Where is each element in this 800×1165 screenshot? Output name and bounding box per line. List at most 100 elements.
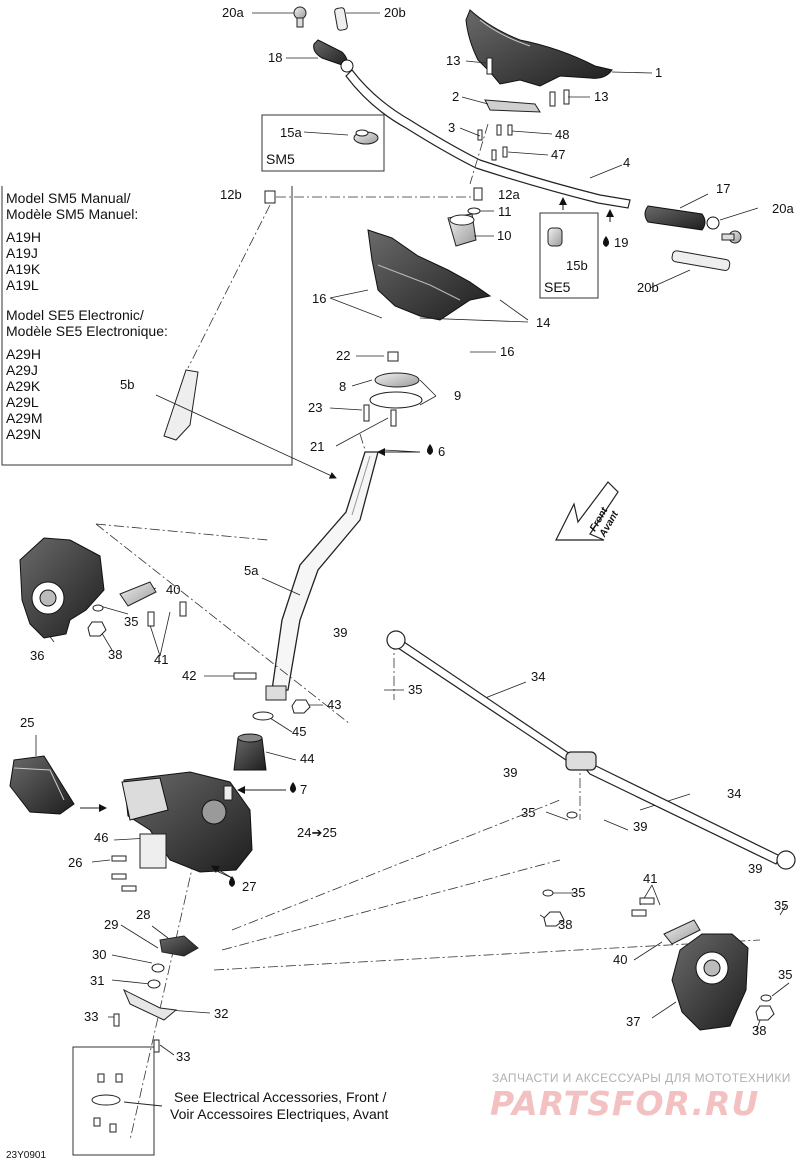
- callout: 33: [84, 1009, 99, 1024]
- legend-sm5-model: A19K: [6, 261, 41, 277]
- watermark-tagline: ЗАПЧАСТИ И АКСЕССУАРЫ ДЛЯ МОТОТЕХНИКИ: [492, 1071, 791, 1085]
- callout: 38: [558, 917, 573, 932]
- handlebar-cover: [465, 9, 613, 87]
- spindle-left: [19, 537, 105, 639]
- control-module-25: [9, 755, 75, 815]
- callout: 21: [310, 439, 325, 454]
- collar-15b: [547, 227, 563, 247]
- callout: 44: [300, 751, 315, 766]
- callout: 16: [312, 291, 327, 306]
- callout: 39: [633, 819, 648, 834]
- callout: 15a: [280, 125, 302, 140]
- callout: 9: [454, 388, 462, 403]
- lubricant-icons: [229, 236, 609, 887]
- shaft-5b: [163, 369, 199, 441]
- callout: 35: [521, 805, 536, 820]
- callout: 45: [292, 724, 307, 739]
- bolt-23: [363, 404, 370, 422]
- figure-code: 23Y0901: [6, 1150, 47, 1161]
- callout: 46: [94, 830, 109, 845]
- end-plug-right: [721, 230, 742, 244]
- sm5-inset-frame: [261, 114, 385, 172]
- callout: 3: [448, 120, 456, 135]
- callout: 40: [166, 582, 181, 597]
- callout: 12a: [498, 187, 520, 202]
- legend-se5-model: A29J: [6, 362, 38, 378]
- callout: 4: [623, 155, 631, 170]
- legend-sm5-model: A19H: [6, 229, 42, 245]
- se5-inset-frame: [539, 212, 599, 299]
- retainer-9: [369, 391, 423, 409]
- steering-cover-14: [367, 229, 492, 321]
- callout: 30: [92, 947, 107, 962]
- legend-sm5-heading-2: Modèle SM5 Manuel:: [6, 206, 139, 222]
- callout: 34: [727, 786, 742, 801]
- callout: 34: [531, 669, 546, 684]
- callout: 5a: [244, 563, 259, 578]
- callout: 5b: [120, 377, 135, 392]
- callout: 13: [594, 89, 609, 104]
- bolt-21: [390, 409, 397, 427]
- callout: 35: [408, 682, 423, 697]
- callout: 28: [136, 907, 151, 922]
- callout: 40: [613, 952, 628, 967]
- callout: 20a: [222, 5, 244, 20]
- grip-right: [644, 205, 720, 231]
- callout: 35: [571, 885, 586, 900]
- steering-arm-right: [663, 919, 701, 945]
- boot-44: [233, 733, 267, 771]
- legend-se5-model: A29N: [6, 426, 42, 442]
- bolt-22: [387, 351, 399, 362]
- spindle-right: [671, 933, 749, 1031]
- callout: 39: [333, 625, 348, 640]
- callout: 16: [500, 344, 515, 359]
- inset-label-se5: SE5: [544, 279, 571, 295]
- callout: 24➔25: [297, 825, 337, 840]
- callout: 39: [748, 861, 763, 876]
- callout: 15b: [566, 258, 588, 273]
- callout: 35: [774, 898, 789, 913]
- callout: 39: [503, 765, 518, 780]
- steering-column: [265, 451, 379, 701]
- front-arrow: [555, 481, 619, 541]
- steering-clamp-10: [447, 213, 477, 247]
- callout: 26: [68, 855, 83, 870]
- bracket-46: [139, 833, 167, 869]
- legend-se5-model: A29H: [6, 346, 42, 362]
- callout: 27: [242, 879, 257, 894]
- callout: 17: [716, 181, 731, 196]
- legend-se5-heading-1: Model SE5 Electronic/: [6, 307, 144, 323]
- callout: 1: [655, 65, 663, 80]
- callout: 11: [498, 204, 512, 219]
- callout: 6: [438, 444, 446, 459]
- legend-se5-heading-2: Modèle SE5 Electronique:: [6, 323, 168, 339]
- callout: 38: [752, 1023, 767, 1038]
- callout: 41: [643, 871, 658, 886]
- legend-frame: [1, 186, 293, 466]
- grip-left: [313, 39, 354, 73]
- callout: 43: [327, 697, 342, 712]
- callout: 37: [626, 1014, 641, 1029]
- bearing-8: [374, 372, 420, 388]
- bolt-42: [233, 672, 257, 680]
- end-bolt-top: [334, 7, 348, 31]
- callout: 32: [214, 1006, 229, 1021]
- legend-sm5-heading-1: Model SM5 Manual/: [6, 190, 131, 206]
- callout: 13: [446, 53, 461, 68]
- callout: 7: [300, 782, 308, 797]
- callout: 19: [614, 235, 629, 250]
- callout: 20a: [772, 201, 794, 216]
- legend-se5-model: A29L: [6, 394, 39, 410]
- callout: 48: [555, 127, 570, 142]
- legend-se5-model: A29K: [6, 378, 41, 394]
- callout: 47: [551, 147, 566, 162]
- accessories-note-2: Voir Accessoires Electriques, Avant: [170, 1106, 389, 1122]
- legend-sm5-model: A19L: [6, 277, 39, 293]
- handlebar: [345, 69, 631, 209]
- accessory-part: [91, 1073, 123, 1133]
- watermark-brand: PARTSFOR.RU: [490, 1084, 760, 1123]
- callout: 35: [124, 614, 139, 629]
- callout: 36: [30, 648, 45, 663]
- bolt-12b: [264, 190, 276, 204]
